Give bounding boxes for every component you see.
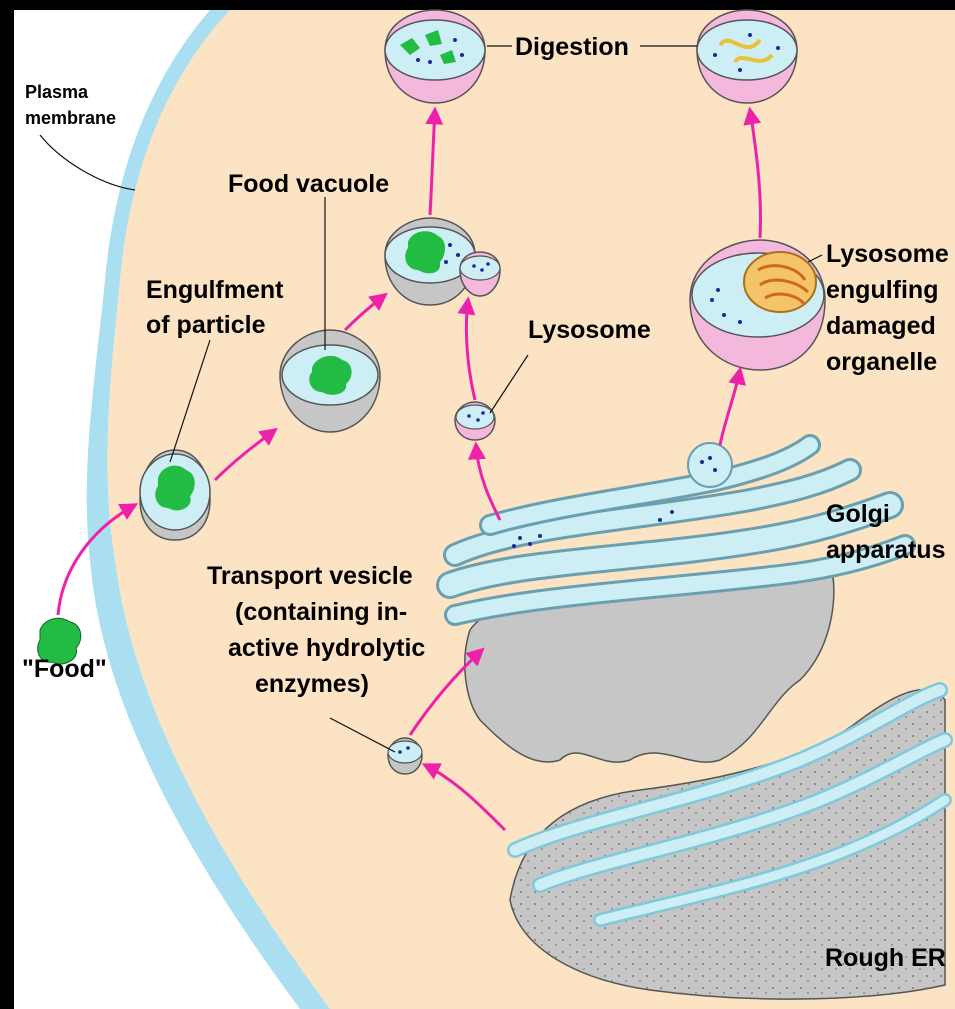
food-vacuole (280, 330, 380, 432)
label-digestion: Digestion (515, 33, 629, 61)
label-lysosome-engulfing: Lysosome (826, 240, 949, 268)
label-rough-er: Rough ER (825, 944, 946, 972)
label-lysosome-engulfing: engulfing (826, 276, 938, 304)
label-lysosome-engulfing: damaged (826, 312, 936, 340)
label-plasma-membrane: Plasma (25, 82, 89, 102)
label-transport-vesicle: active hydrolytic (228, 634, 425, 662)
digestion-vacuole-right (697, 10, 797, 103)
label-lysosome: Lysosome (528, 316, 651, 344)
label-transport-vesicle: Transport vesicle (207, 562, 413, 590)
lysosome-small (455, 402, 495, 440)
label-food-vacuole: Food vacuole (228, 170, 389, 198)
label-transport-vesicle: enzymes) (255, 670, 369, 698)
digestion-vacuole-left (385, 10, 485, 103)
label-food: "Food" (22, 655, 107, 683)
label-transport-vesicle: (containing in- (235, 598, 407, 626)
transport-vesicle (388, 738, 422, 774)
label-lysosome-engulfing: organelle (826, 348, 937, 376)
lysosome-engulfing-organelle (690, 240, 825, 370)
label-engulfment: Engulfment (146, 276, 284, 304)
engulfment-vesicle (140, 450, 210, 540)
label-golgi: apparatus (826, 536, 945, 564)
label-golgi: Golgi (826, 500, 890, 528)
label-plasma-membrane: membrane (25, 108, 116, 128)
label-engulfment: of particle (146, 311, 266, 339)
